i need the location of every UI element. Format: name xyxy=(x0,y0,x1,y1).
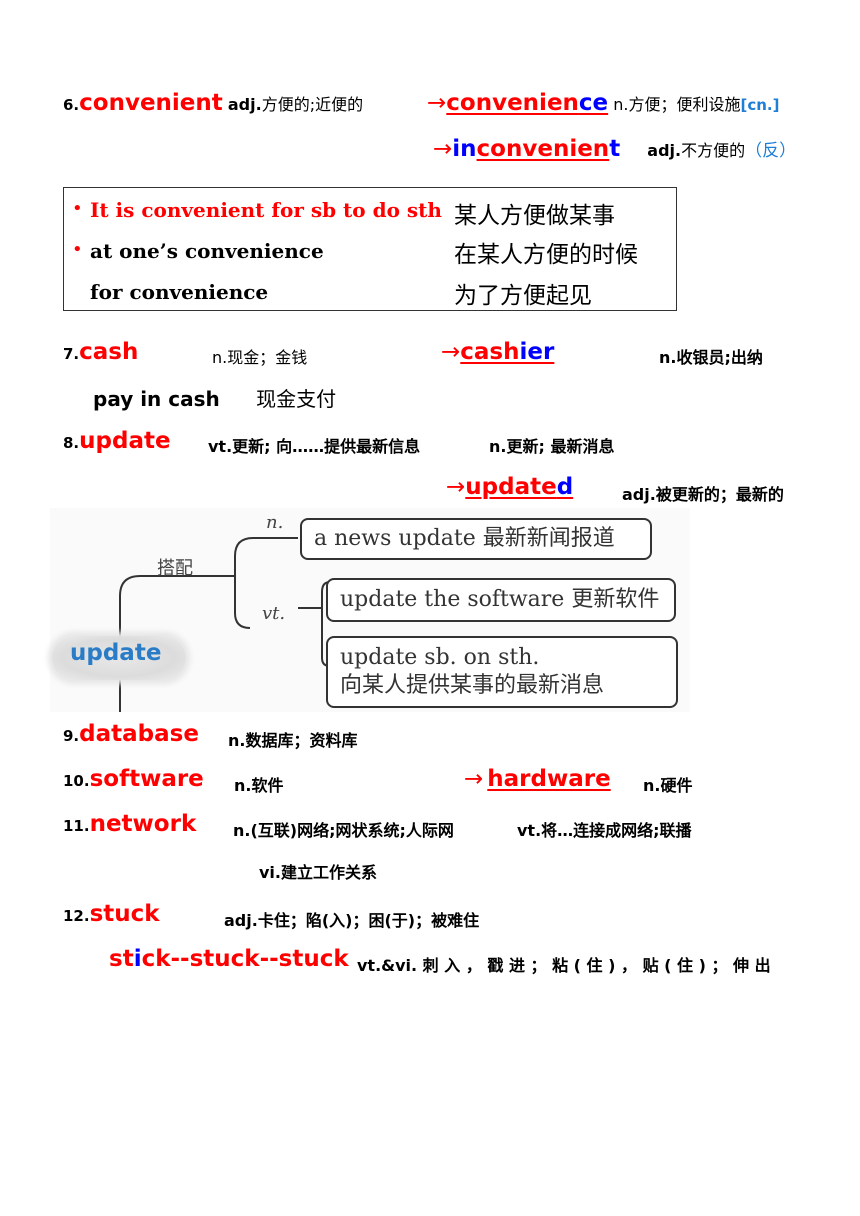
derivative-word: inconvenient xyxy=(452,136,621,162)
entry-number: 11. xyxy=(63,817,90,835)
diagram-center-word: update xyxy=(70,640,162,666)
definition: adj.方便的;近便的 xyxy=(227,95,364,114)
definition: n.现金；金钱 xyxy=(212,348,308,367)
derivative-word: cashier xyxy=(460,339,555,365)
definition: n.软件 xyxy=(234,776,284,795)
phrase-zh: 为了方便起见 xyxy=(454,283,592,309)
arrow-icon: → xyxy=(464,766,484,792)
entry-7-line: 7.cash xyxy=(63,339,138,365)
phrase: pay in cash 现金支付 xyxy=(93,387,337,411)
entry-6-line: 6.convenient adj.方便的;近便的 xyxy=(63,90,363,116)
diagram-connectors xyxy=(119,537,331,712)
derivative-word: convenience xyxy=(446,90,609,116)
entry-7-derivative: →cashier xyxy=(441,339,554,365)
entry-11-line: 11.network xyxy=(63,811,196,837)
definition: n.数据库；资料库 xyxy=(228,731,358,750)
entry-number: 8. xyxy=(63,434,80,452)
phrase-box: • It is convenient for sb to do sth 某人方便… xyxy=(63,187,677,311)
entry-10-derivative: →hardware xyxy=(464,766,611,792)
definition: vt.更新; 向……提供最新信息 xyxy=(208,437,421,456)
headword: update xyxy=(79,428,171,454)
derivative-word: hardware xyxy=(487,766,611,792)
derivative-definition: n.收银员;出纳 xyxy=(659,348,763,367)
branch-label: 搭配 xyxy=(157,558,193,579)
headword: convenient xyxy=(79,90,223,116)
entry-number: 6. xyxy=(63,96,80,114)
arrow-icon: → xyxy=(441,339,461,365)
definition-2: vt.将…连接成网络;联播 xyxy=(517,821,692,840)
phrase-en: at one’s convenience xyxy=(90,239,324,263)
arrow-icon: → xyxy=(427,90,447,116)
bullet-icon: • xyxy=(72,239,83,260)
entry-number: 9. xyxy=(63,727,80,745)
headword: stuck xyxy=(89,901,160,927)
phrase-en: It is convenient for sb to do sth xyxy=(90,198,442,222)
derivative-definition: n.方便；便利设施[cn.] xyxy=(613,95,780,114)
definition: n.(互联)网络;网状系统;人际网 xyxy=(233,821,454,840)
entry-6-derivative-2: →inconvenient adj.不方便的（反） xyxy=(433,136,796,162)
definition: adj.卡住；陷(入)；困(于)；被难住 xyxy=(224,911,480,930)
collocation-box-verb-2: update sb. on sth. 向某人提供某事的最新消息 xyxy=(326,636,678,708)
entry-9-line: 9.database xyxy=(63,721,199,747)
headword: network xyxy=(89,811,197,837)
update-cloud xyxy=(52,636,186,680)
noun-label: n. xyxy=(266,512,284,533)
collocation-diagram: update 搭配 n. vt. a news update 最新新闻报道 up… xyxy=(50,508,690,712)
entry-number: 7. xyxy=(63,345,80,363)
definition-2: n.更新; 最新消息 xyxy=(489,437,615,456)
entry-number: 12. xyxy=(63,907,90,925)
phrase-zh: 在某人方便的时候 xyxy=(454,242,638,268)
derivative-definition: adj.被更新的；最新的 xyxy=(622,485,784,504)
collocation-box-verb-1: update the software 更新软件 xyxy=(326,578,676,622)
verb-forms-definition: vt.&vi. 刺 入 ， 戳 进 ； 粘 ( 住 ) ， 贴 ( 住 ) ； … xyxy=(357,956,771,975)
entry-number: 10. xyxy=(63,772,90,790)
headword: software xyxy=(89,766,204,792)
headword: database xyxy=(79,721,199,747)
arrow-icon: → xyxy=(433,136,453,162)
arrow-icon: → xyxy=(446,474,466,500)
verb-forms: stick--stuck--stuck xyxy=(109,946,349,972)
verb-label: vt. xyxy=(262,603,286,624)
entry-8-line: 8.update xyxy=(63,428,171,454)
headword: cash xyxy=(79,339,139,365)
definition-3: vi.建立工作关系 xyxy=(259,863,377,882)
entry-8-derivative: →updated xyxy=(446,474,597,500)
derivative-definition: adj.不方便的（反） xyxy=(647,141,797,161)
bullet-icon: • xyxy=(72,198,83,219)
collocation-box-noun: a news update 最新新闻报道 xyxy=(300,518,652,560)
phrase-zh: 某人方便做某事 xyxy=(454,203,615,229)
derivative-definition: n.硬件 xyxy=(643,776,693,795)
entry-10-line: 10.software xyxy=(63,766,204,792)
derivative-word: updated xyxy=(465,474,574,500)
entry-12-line: 12.stuck xyxy=(63,901,160,927)
phrase-en: for convenience xyxy=(90,280,269,304)
entry-6-derivative-1: →convenience n.方便；便利设施[cn.] xyxy=(427,90,779,116)
